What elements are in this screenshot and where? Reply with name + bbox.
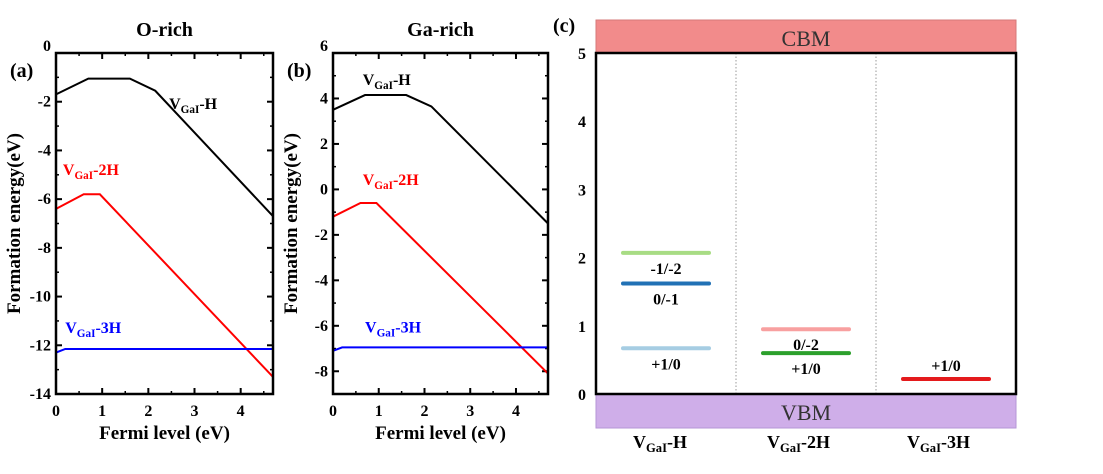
- x-axis-label: Fermi level (eV): [375, 423, 506, 444]
- panel-label: (c): [553, 15, 575, 37]
- panel-label: (b): [287, 60, 311, 82]
- series-label: VGaI-3H: [365, 320, 422, 340]
- x-tick-label: 2: [144, 403, 152, 420]
- x-tick-label: 1: [375, 403, 383, 420]
- series-line: [55, 193, 274, 378]
- series-line: [332, 346, 548, 352]
- label-subscript: GaI: [77, 328, 96, 340]
- y-tick-label: 4: [578, 114, 586, 131]
- series-label: VGaI-H: [363, 72, 412, 92]
- y-tick-label: -4: [38, 142, 51, 159]
- y-axis-label: Formation energy(eV): [4, 133, 25, 314]
- y-tick-label: -8: [315, 363, 328, 380]
- label-main: V: [363, 172, 375, 189]
- panel-title: Ga-rich: [407, 19, 474, 41]
- y-tick-label: -10: [30, 289, 51, 306]
- x-tick-label: 2: [420, 403, 428, 420]
- transition-level-label: -1/-2: [650, 261, 681, 278]
- plot-frame: [594, 51, 1018, 396]
- y-tick-label: -2: [315, 227, 328, 244]
- label-main: V: [63, 162, 75, 179]
- y-tick-label: 5: [578, 46, 586, 63]
- x-axis-label: Fermi level (eV): [99, 423, 230, 444]
- vbm-band: [595, 393, 1017, 429]
- label-main: V: [907, 432, 920, 452]
- cbm-label: CBM: [782, 26, 831, 51]
- y-tick-label: -14: [30, 386, 51, 403]
- y-tick-label: -6: [38, 191, 51, 208]
- label-subscript: GaI: [780, 441, 801, 455]
- series-line: [55, 347, 273, 354]
- y-tick-label: -12: [30, 337, 51, 354]
- label-suffix: -2H: [801, 432, 830, 452]
- y-tick-label: 0: [43, 38, 51, 55]
- label-main: V: [363, 72, 375, 89]
- label-subscript: GaI: [374, 180, 393, 192]
- label-main: V: [633, 432, 646, 452]
- series-label: VGaI-2H: [767, 432, 830, 455]
- y-tick-label: -8: [38, 240, 51, 257]
- label-main: V: [169, 96, 181, 113]
- series-line: [55, 77, 274, 217]
- label-subscript: GaI: [920, 441, 941, 455]
- label-subscript: GaI: [181, 104, 200, 116]
- y-tick-label: 4: [320, 90, 328, 107]
- y-tick-label: 2: [578, 251, 586, 268]
- series-label: VGaI-H: [633, 432, 687, 455]
- label-subscript: GaI: [646, 441, 667, 455]
- y-tick-label: -6: [315, 318, 328, 335]
- series-label: VGaI-2H: [363, 172, 420, 192]
- label-suffix: -3H: [95, 320, 121, 337]
- label-suffix: -H: [393, 72, 411, 89]
- vbm-label: VBM: [781, 400, 831, 425]
- x-tick-label: 4: [237, 403, 245, 420]
- series-line: [332, 94, 549, 225]
- y-tick-label: -4: [315, 272, 328, 289]
- x-tick-label: 4: [512, 403, 520, 420]
- transition-level-label: 0/-1: [653, 292, 679, 309]
- y-tick-label: 2: [320, 136, 328, 153]
- series-label: VGaI-2H: [63, 162, 120, 182]
- plot-frame: [54, 51, 275, 396]
- y-tick-label: -2: [38, 94, 51, 111]
- label-subscript: GaI: [74, 170, 93, 182]
- x-tick-label: 0: [52, 403, 60, 420]
- transition-level-label: +1/0: [791, 361, 821, 378]
- series-label: VGaI-3H: [65, 320, 122, 340]
- transition-level-label: 0/-2: [793, 337, 819, 354]
- panel-title: O-rich: [136, 19, 193, 41]
- y-tick-label: 1: [578, 319, 586, 336]
- series-line: [332, 202, 549, 375]
- label-suffix: -3H: [395, 320, 421, 337]
- label-suffix: -H: [667, 432, 687, 452]
- label-suffix: -2H: [393, 172, 419, 189]
- series-label: VGaI-H: [169, 96, 218, 116]
- label-suffix: -H: [199, 96, 217, 113]
- plot-frame: [331, 51, 550, 396]
- y-tick-label: 6: [320, 38, 328, 55]
- label-suffix: -2H: [93, 162, 119, 179]
- series-label: VGaI-3H: [907, 432, 970, 455]
- label-main: V: [65, 320, 77, 337]
- label-subscript: GaI: [374, 80, 393, 92]
- x-tick-label: 3: [191, 403, 199, 420]
- x-tick-label: 1: [98, 403, 106, 420]
- x-tick-label: 3: [466, 403, 474, 420]
- label-main: V: [365, 320, 377, 337]
- y-axis-label: Formation energy(eV): [281, 133, 302, 314]
- y-tick-label: 0: [578, 387, 586, 404]
- y-tick-label: 0: [320, 181, 328, 198]
- label-suffix: -3H: [941, 432, 970, 452]
- label-main: V: [767, 432, 780, 452]
- panel-label: (a): [10, 60, 33, 82]
- label-subscript: GaI: [377, 328, 396, 340]
- x-tick-label: 0: [329, 403, 337, 420]
- transition-level-label: +1/0: [651, 356, 681, 373]
- y-tick-label: 3: [578, 182, 586, 199]
- transition-level-label: +1/0: [931, 358, 961, 375]
